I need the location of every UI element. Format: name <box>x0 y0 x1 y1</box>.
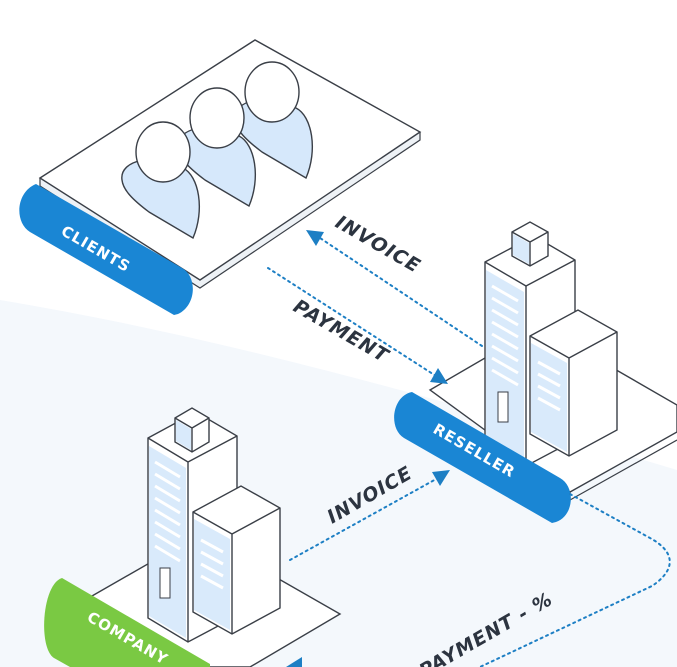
client-person-icon <box>234 61 313 180</box>
payment-percent-arrow <box>286 493 671 667</box>
invoice-label-top: INVOICE <box>332 211 425 277</box>
company-building-icon <box>147 407 281 643</box>
invoice-arrow-bottom <box>289 470 450 561</box>
reseller-node: RESELLER <box>394 221 677 523</box>
arrowhead-icon <box>432 470 450 486</box>
arrowhead-icon <box>430 368 448 384</box>
payment-label-top: PAYMENT <box>290 295 394 368</box>
company-node: COMPANY <box>44 407 342 667</box>
client-person-icon <box>121 121 200 240</box>
arrowhead-icon <box>286 657 302 667</box>
clients-node: CLIENTS <box>19 39 422 315</box>
reseller-building-icon <box>484 221 618 467</box>
arrowhead-icon <box>306 230 324 246</box>
invoice-arrow-top <box>306 230 483 347</box>
payment-arrow-top <box>267 267 448 384</box>
client-person-icon <box>177 87 256 208</box>
